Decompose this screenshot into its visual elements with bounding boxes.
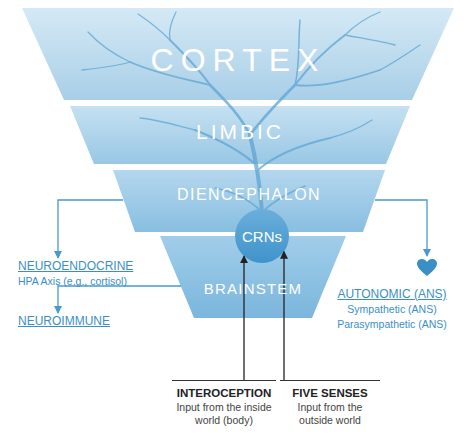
connector-arrow: [243, 256, 244, 380]
node-text: CRNs: [242, 228, 282, 245]
output-system-label: NEUROIMMUNE: [18, 313, 168, 329]
input-source-label: FIVE SENSESInput from the outside world: [280, 380, 380, 427]
brain-region-band: LIMBIC: [70, 106, 410, 164]
band-fill: [70, 106, 410, 164]
node-text: NEUROIMMUNE: [18, 313, 168, 329]
heart-shape: [417, 259, 437, 276]
node-text: HPA Axis (e.g., cortisol): [18, 274, 168, 289]
node-text: Parasympathetic (ANS): [322, 317, 462, 332]
connector-arrow: [58, 200, 123, 258]
connector-arrow: [58, 286, 181, 313]
crn-circle: CRNs: [235, 209, 289, 263]
node-text: Sympathetic (ANS): [322, 302, 462, 317]
output-system-label: AUTONOMIC (ANS)Sympathetic (ANS)Parasymp…: [322, 256, 462, 332]
heart-symbol: [417, 259, 437, 277]
circle-fill: [235, 209, 289, 263]
node-text: NEUROENDOCRINE: [18, 258, 168, 274]
node-text: AUTONOMIC (ANS): [322, 286, 462, 302]
node-text: CORTEX: [22, 42, 454, 79]
node-text: LIMBIC: [70, 120, 410, 144]
node-text: DIENCEPHALON: [113, 186, 385, 204]
node-text: Input from the inside world (body): [174, 401, 274, 427]
node-text: BRAINSTEM: [160, 280, 346, 297]
connector-arrow: [283, 252, 284, 380]
band-fill: [160, 236, 346, 318]
brain-region-band: CORTEX: [22, 8, 454, 100]
node-text: Input from the outside world: [280, 401, 380, 427]
band-fill: [22, 8, 454, 100]
node-text: FIVE SENSES: [280, 386, 380, 401]
connector-arrow: [375, 200, 427, 256]
input-source-label: INTEROCEPTIONInput from the inside world…: [172, 380, 276, 427]
node-text: INTEROCEPTION: [172, 386, 276, 401]
output-system-label: NEUROENDOCRINEHPA Axis (e.g., cortisol): [18, 258, 168, 289]
